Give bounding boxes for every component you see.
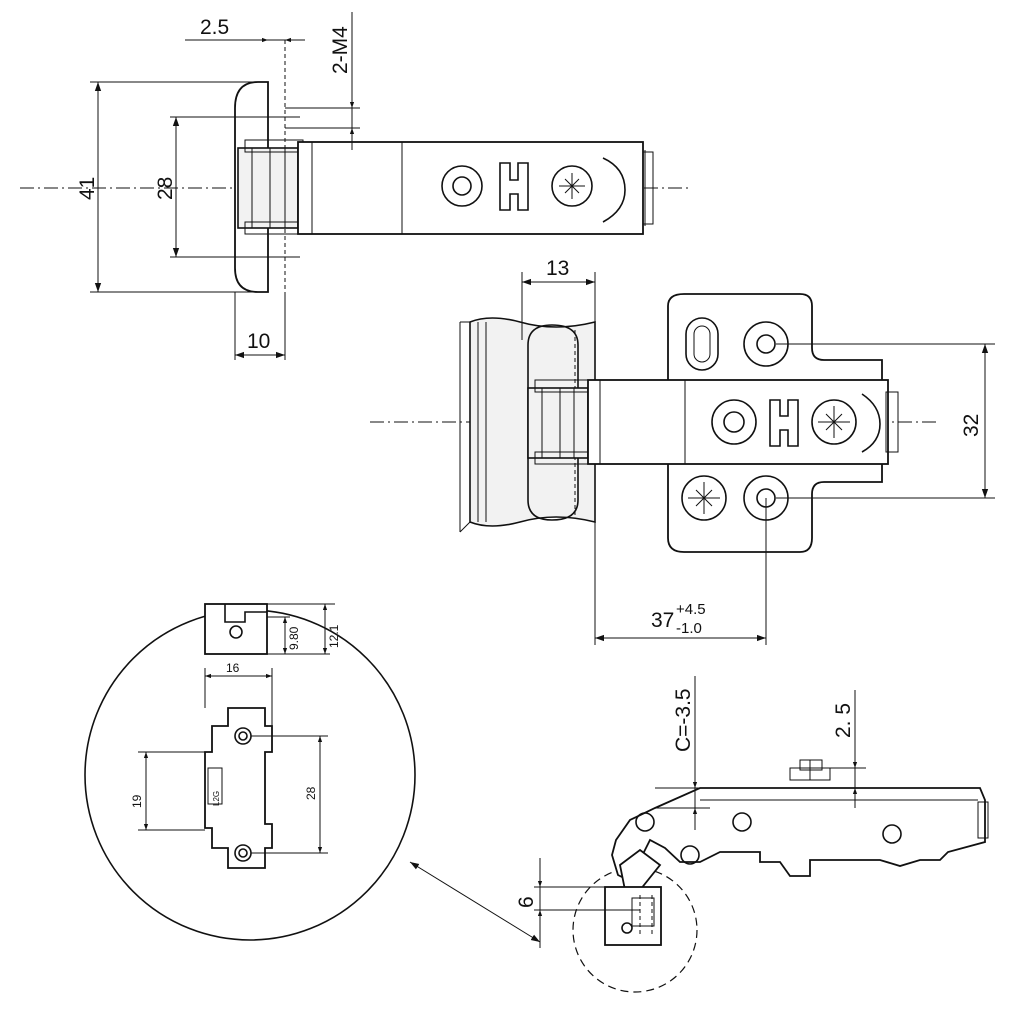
dim-10: 10 (247, 330, 270, 353)
dim-41: 41 (76, 177, 99, 200)
dim-16: 16 (226, 661, 240, 675)
top-view (20, 40, 690, 293)
dim-28-detail: 28 (304, 786, 318, 800)
side-view (572, 759, 989, 993)
dim-28-top: 28 (154, 177, 177, 200)
dim-6: 6 (515, 896, 538, 908)
dim-37: 37 (651, 609, 674, 632)
dim-37-tol-upper: +4.5 (676, 601, 706, 618)
dim-2-m4: 2-M4 (329, 26, 352, 74)
front-view-dimensions: 13 32 37 +4.5 -1.0 (521, 257, 995, 645)
dim-2-5-side: 2. 5 (832, 703, 855, 738)
dim-9-80: 9.80 (287, 626, 301, 650)
dim-12-1: 12.1 (327, 624, 341, 648)
side-view-dimensions: C=-3.5 2. 5 6 (515, 676, 866, 948)
front-view (370, 293, 940, 553)
detail-leader (409, 861, 541, 943)
dim-13: 13 (546, 257, 569, 280)
top-view-dimensions: 2.5 2-M4 41 28 10 (76, 12, 360, 360)
plate-marking: L2G (212, 791, 221, 806)
dim-19: 19 (130, 794, 144, 808)
dim-2-5-top: 2.5 (200, 16, 229, 39)
dim-32: 32 (960, 414, 983, 437)
dim-37-tol-lower: -1.0 (676, 620, 702, 637)
detail-view: 9.80 12.1 L2G 16 19 28 (84, 603, 416, 941)
dim-c-minus-3-5: C=-3.5 (672, 688, 695, 752)
